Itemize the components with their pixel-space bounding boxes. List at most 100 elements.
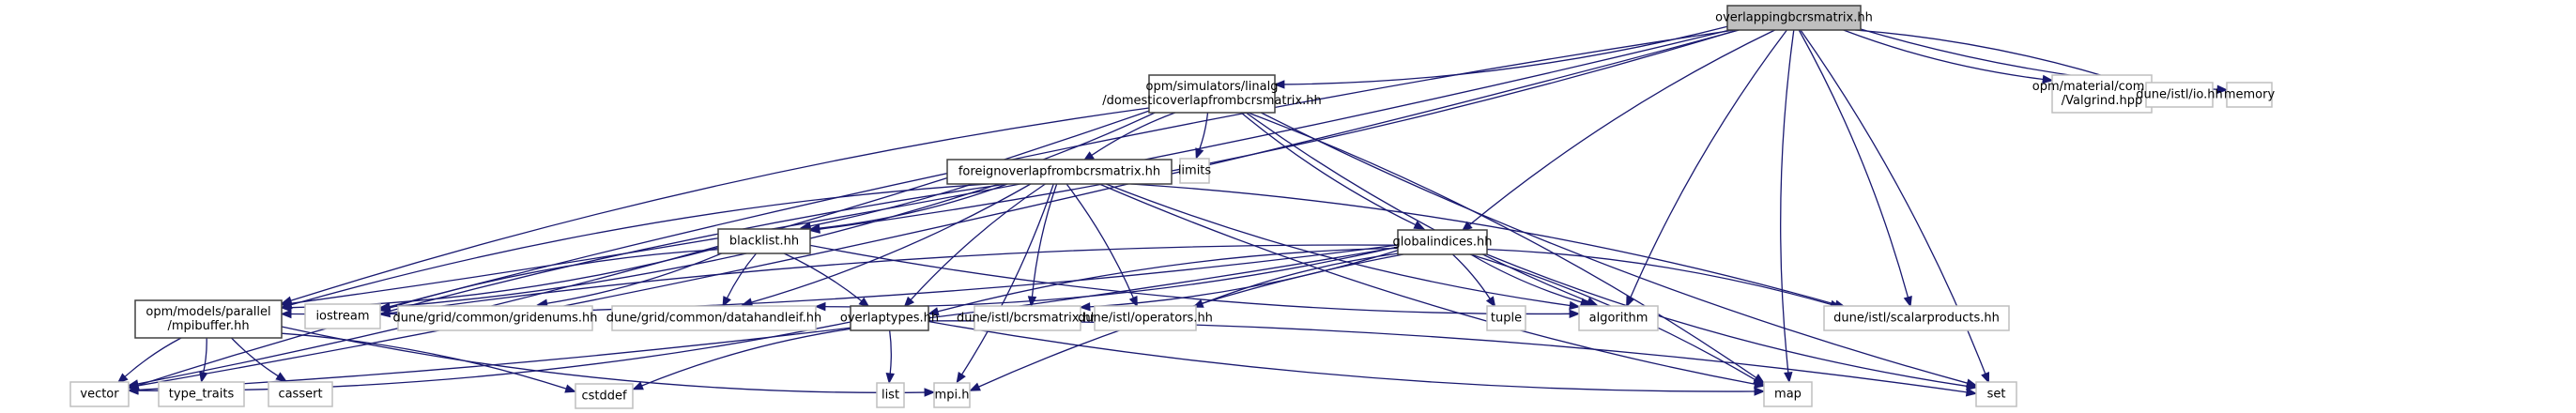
- edge-line: [910, 183, 1046, 300]
- edge-domesticoverlap-to-limits: [1195, 112, 1209, 160]
- node-gridenums: dune/grid/common/gridenums.hh: [393, 305, 597, 331]
- arrowhead-icon: [808, 223, 820, 233]
- node-mpi_h: mpi.h: [933, 382, 971, 408]
- edge-overlappingbcrsmatrix-to-globalindices: [1461, 29, 1775, 232]
- arrowhead-icon: [1981, 371, 1990, 384]
- node-valgrind: opm/material/common/Valgrind.hpp: [2032, 74, 2171, 114]
- edge-line: [1630, 29, 1787, 298]
- node-overlappingbcrsmatrix[interactable]: overlappingbcrsmatrix.hh: [1715, 5, 1873, 31]
- arrowhead-icon: [2042, 74, 2054, 84]
- edge-line: [819, 183, 1008, 229]
- node-type_traits: type_traits: [158, 381, 245, 407]
- arrowhead-icon: [378, 308, 391, 318]
- arrowhead-icon: [280, 309, 292, 319]
- node-label: /Valgrind.hpp: [2062, 94, 2142, 108]
- edge-line: [641, 328, 851, 387]
- edge-overlaptypes-to-map: [928, 320, 1766, 396]
- edge-line: [124, 337, 182, 377]
- edge-line: [1091, 112, 1176, 156]
- edge-line: [1098, 183, 1756, 385]
- node-box[interactable]: [1726, 5, 1862, 31]
- node-label: limits: [1178, 164, 1212, 178]
- edge-overlaptypes-to-list: [885, 329, 895, 385]
- node-map: map: [1763, 381, 1813, 407]
- node-operators: dune/istl/operators.hh: [1078, 305, 1213, 331]
- arrowhead-icon: [1626, 296, 1635, 308]
- node-label: cassert: [278, 388, 322, 402]
- arrowhead-icon: [1569, 300, 1581, 311]
- arrowhead-icon: [722, 296, 731, 308]
- node-box: [974, 305, 1081, 331]
- edge-overlappingbcrsmatrix-to-vector: [127, 29, 1740, 390]
- edge-line: [1798, 29, 1909, 298]
- node-tuple: tuple: [1486, 305, 1526, 331]
- edge-foreignoverlap-to-mpi_h: [956, 183, 1054, 384]
- node-label: tuple: [1491, 312, 1522, 326]
- edge-blacklist-to-algorithm: [809, 244, 1581, 319]
- arrowhead-icon: [1128, 296, 1138, 308]
- edge-blacklist-to-datahandleif: [722, 252, 758, 308]
- node-box: [158, 381, 245, 407]
- arrowhead-icon: [1413, 221, 1426, 230]
- node-box[interactable]: [717, 228, 811, 254]
- node-box: [1975, 381, 2017, 407]
- node-box[interactable]: [1397, 229, 1488, 255]
- edge-line: [290, 183, 989, 306]
- node-box[interactable]: [134, 299, 283, 339]
- edge-overlaptypes-to-cstddef: [632, 328, 851, 390]
- arrowhead-icon: [1784, 372, 1793, 384]
- node-label: algorithm: [1589, 312, 1648, 326]
- node-scalarproducts: dune/istl/scalarproducts.hh: [1823, 305, 2010, 331]
- edge-line: [819, 29, 1739, 230]
- edge-overlappingbcrsmatrix-to-map: [1780, 29, 1795, 384]
- node-globalindices[interactable]: globalindices.hh: [1393, 229, 1493, 255]
- node-bcrsmatrix: dune/istl/bcrsmatrix.hh: [957, 305, 1098, 331]
- edge-line: [281, 332, 567, 390]
- node-label: map: [1774, 388, 1802, 402]
- arrowhead-icon: [564, 384, 576, 393]
- node-iostream: iostream: [304, 303, 381, 329]
- edge-domesticoverlap-to-set: [1260, 112, 1978, 388]
- arrowhead-icon: [741, 298, 754, 307]
- arrowhead-icon: [1586, 297, 1599, 306]
- node-algorithm: algorithm: [1578, 305, 1659, 331]
- node-box: [1578, 305, 1659, 331]
- node-foreignoverlap[interactable]: foreignoverlapfrombcrsmatrix.hh: [946, 159, 1173, 185]
- arrowhead-icon: [885, 372, 895, 385]
- node-box[interactable]: [946, 159, 1173, 185]
- node-box[interactable]: [1148, 74, 1276, 114]
- edge-line: [1240, 112, 1417, 226]
- node-domesticoverlap[interactable]: opm/simulators/linalg/domesticoverlapfro…: [1102, 74, 1322, 114]
- edge-line: [928, 320, 1968, 393]
- node-box: [2051, 74, 2153, 114]
- node-label: overlappingbcrsmatrix.hh: [1715, 11, 1873, 25]
- edge-overlappingbcrsmatrix-to-domesticoverlap: [1273, 25, 1728, 89]
- node-vector: vector: [69, 381, 130, 407]
- edge-line: [726, 252, 758, 298]
- node-box: [69, 381, 130, 407]
- edge-line: [1245, 112, 1588, 302]
- nodes-layer: overlappingbcrsmatrix.hh opm/simulators/l…: [69, 5, 2275, 409]
- arrowhead-icon: [2216, 84, 2229, 94]
- node-mpibuffer[interactable]: opm/models/parallel/mpibuffer.hh: [134, 299, 283, 339]
- edge-line: [928, 320, 1756, 392]
- arrowhead-icon: [199, 371, 208, 384]
- arrowhead-icon: [1903, 296, 1912, 308]
- edge-foreignoverlap-to-operators: [1066, 183, 1138, 308]
- node-blacklist[interactable]: blacklist.hh: [717, 228, 811, 254]
- edge-overlappingbcrsmatrix-to-algorithm: [1626, 29, 1787, 308]
- node-box[interactable]: [850, 305, 929, 331]
- node-label: dune/istl/bcrsmatrix.hh: [957, 312, 1098, 326]
- edge-foreignoverlap-to-map: [1098, 183, 1766, 389]
- arrowhead-icon: [116, 373, 129, 384]
- node-box: [2145, 82, 2214, 108]
- node-label: dune/istl/io.hh: [2136, 88, 2223, 102]
- node-label: vector: [80, 388, 119, 402]
- arrowhead-icon: [127, 386, 139, 395]
- node-label: blacklist.hh: [729, 235, 799, 249]
- edge-line: [1843, 29, 2044, 81]
- node-label: /domesticoverlapfrombcrsmatrix.hh: [1102, 94, 1321, 108]
- node-overlaptypes[interactable]: overlaptypes.hh: [840, 305, 939, 331]
- edge-mpibuffer-to-cstddef: [281, 332, 576, 393]
